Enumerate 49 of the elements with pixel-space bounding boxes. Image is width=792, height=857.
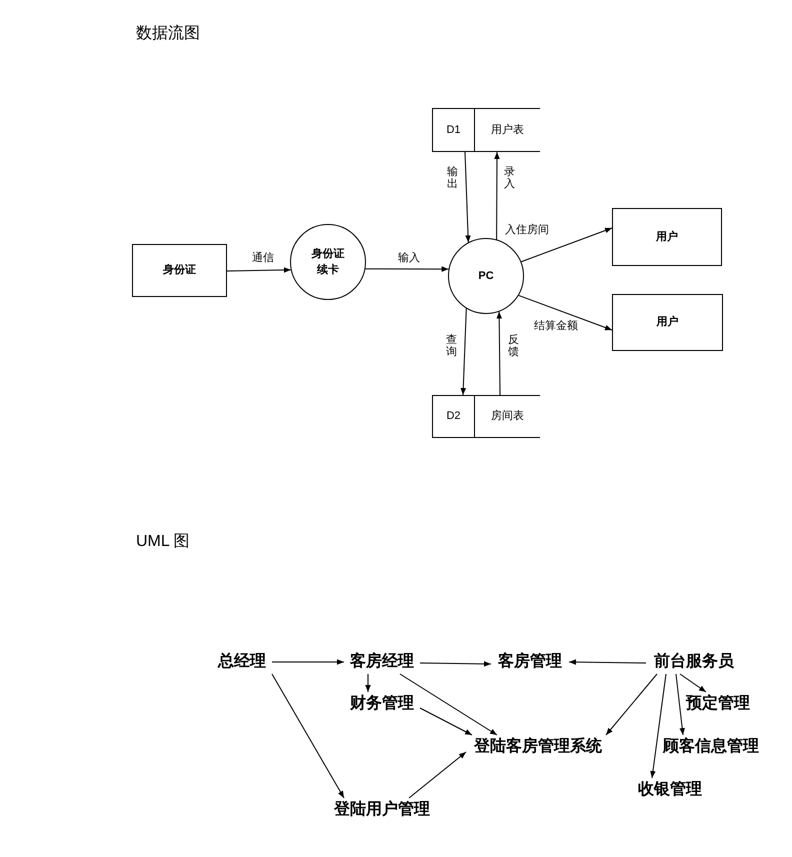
entity-box: 身份证	[132, 244, 227, 297]
entity-box: 用户	[612, 294, 723, 351]
arrow	[364, 266, 450, 272]
arrow	[400, 674, 498, 736]
arrow	[494, 152, 500, 240]
arrow	[568, 659, 646, 665]
data-store	[432, 395, 540, 438]
edge-label: 入住房间	[505, 224, 549, 236]
arrow	[226, 267, 292, 273]
arrow	[650, 674, 666, 778]
edge-label: 录入	[504, 166, 515, 190]
edge-label: 输入	[398, 252, 420, 264]
node-label: 预定管理	[680, 692, 756, 716]
arrow	[464, 152, 471, 243]
node-label: 总经理	[212, 650, 272, 674]
edge-label: 反馈	[508, 334, 519, 358]
arrow	[680, 674, 706, 692]
arrow	[606, 674, 658, 736]
arrow	[496, 311, 502, 396]
arrow	[272, 659, 344, 665]
store-id: D1	[433, 109, 475, 151]
node-label: 收银管理	[632, 778, 708, 802]
arrow	[676, 674, 685, 736]
arrow	[460, 308, 467, 396]
node-label: 财务管理	[344, 692, 420, 716]
edge-label: 输出	[447, 166, 458, 190]
arrow	[518, 294, 612, 330]
node-label: 客房经理	[344, 650, 420, 674]
store-id: D2	[433, 396, 475, 437]
arrow	[272, 674, 344, 798]
arrow	[420, 708, 472, 736]
data-store	[432, 108, 540, 152]
node-label: 登陆用户管理	[328, 798, 436, 822]
node-label: 登陆客房管理系统	[466, 735, 610, 759]
node-label: 顾客信息管理	[656, 735, 766, 759]
node-label: 前台服务员	[646, 650, 742, 674]
node-label: 客房管理	[491, 650, 569, 674]
heading: 数据流图	[136, 24, 200, 44]
arrow	[520, 228, 612, 262]
arrow	[408, 752, 466, 798]
arrow	[365, 674, 371, 692]
heading: UML 图	[136, 532, 190, 552]
store-name: 房间表	[490, 408, 525, 424]
entity-box: 用户	[612, 208, 722, 266]
edge-label: 查询	[446, 334, 457, 358]
store-name: 用户表	[490, 122, 525, 138]
edge-label: 结算金额	[534, 320, 578, 332]
arrow	[420, 661, 492, 667]
edge-label: 通信	[252, 252, 274, 264]
